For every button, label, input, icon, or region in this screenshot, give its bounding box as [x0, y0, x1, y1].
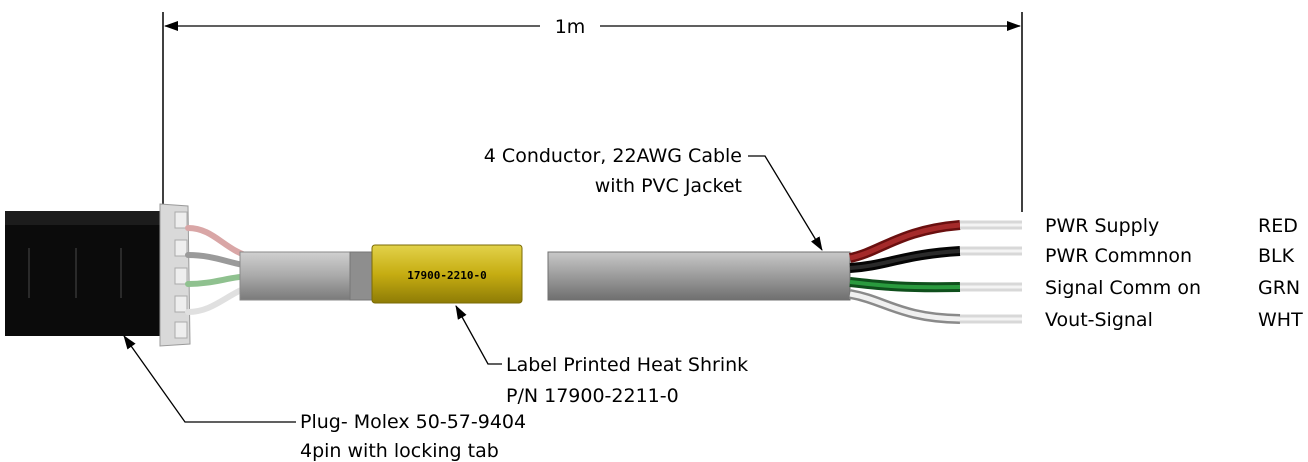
heat-shrink-print: 17900-2210-0 — [407, 269, 486, 282]
cable-boot — [239, 251, 351, 301]
callout-cable: 4 Conductor, 22AWG Cable with PVC Jacket — [484, 145, 823, 251]
wire-color-wht: WHT — [1258, 309, 1303, 331]
wire-color-grn: GRN — [1258, 277, 1300, 299]
wire-label-pwr-common: PWR Commnon — [1045, 245, 1192, 267]
wire-label-signal-common: Signal Comm on — [1045, 277, 1201, 299]
callout-heat-shrink-leader — [455, 305, 502, 365]
dimension-1m: 1m — [162, 12, 1023, 212]
callout-plug-leader — [123, 335, 296, 423]
wire-label-vout-signal: Vout-Signal — [1045, 309, 1153, 331]
callout-cable-leader — [748, 155, 823, 251]
wire-color-blk: BLK — [1258, 245, 1295, 267]
callout-cable-line1: 4 Conductor, 22AWG Cable — [484, 145, 742, 167]
wire-color-red: RED — [1258, 215, 1298, 237]
molex-plug — [5, 203, 191, 347]
output-wires — [848, 220, 1022, 324]
dimension-label: 1m — [555, 16, 586, 38]
plug-body — [5, 211, 172, 336]
callout-cable-line2: with PVC Jacket — [595, 175, 742, 197]
heat-shrink-sleeve: 17900-2210-0 — [371, 244, 523, 304]
cable-jacket — [547, 251, 851, 301]
callout-heat-shrink: Label Printed Heat Shrink P/N 17900-2211… — [455, 305, 748, 407]
callout-plug: Plug- Molex 50-57-9404 4pin with locking… — [123, 335, 526, 462]
wire-label-pwr-supply: PWR Supply — [1045, 215, 1159, 237]
callout-heat-shrink-line2: P/N 17900-2211-0 — [506, 385, 679, 407]
callout-plug-line1: Plug- Molex 50-57-9404 — [300, 411, 526, 433]
callout-plug-line2: 4pin with locking tab — [300, 440, 499, 462]
wire-labels: PWR Supply RED PWR Commnon BLK Signal Co… — [1045, 215, 1303, 331]
callout-heat-shrink-line1: Label Printed Heat Shrink — [506, 354, 748, 376]
